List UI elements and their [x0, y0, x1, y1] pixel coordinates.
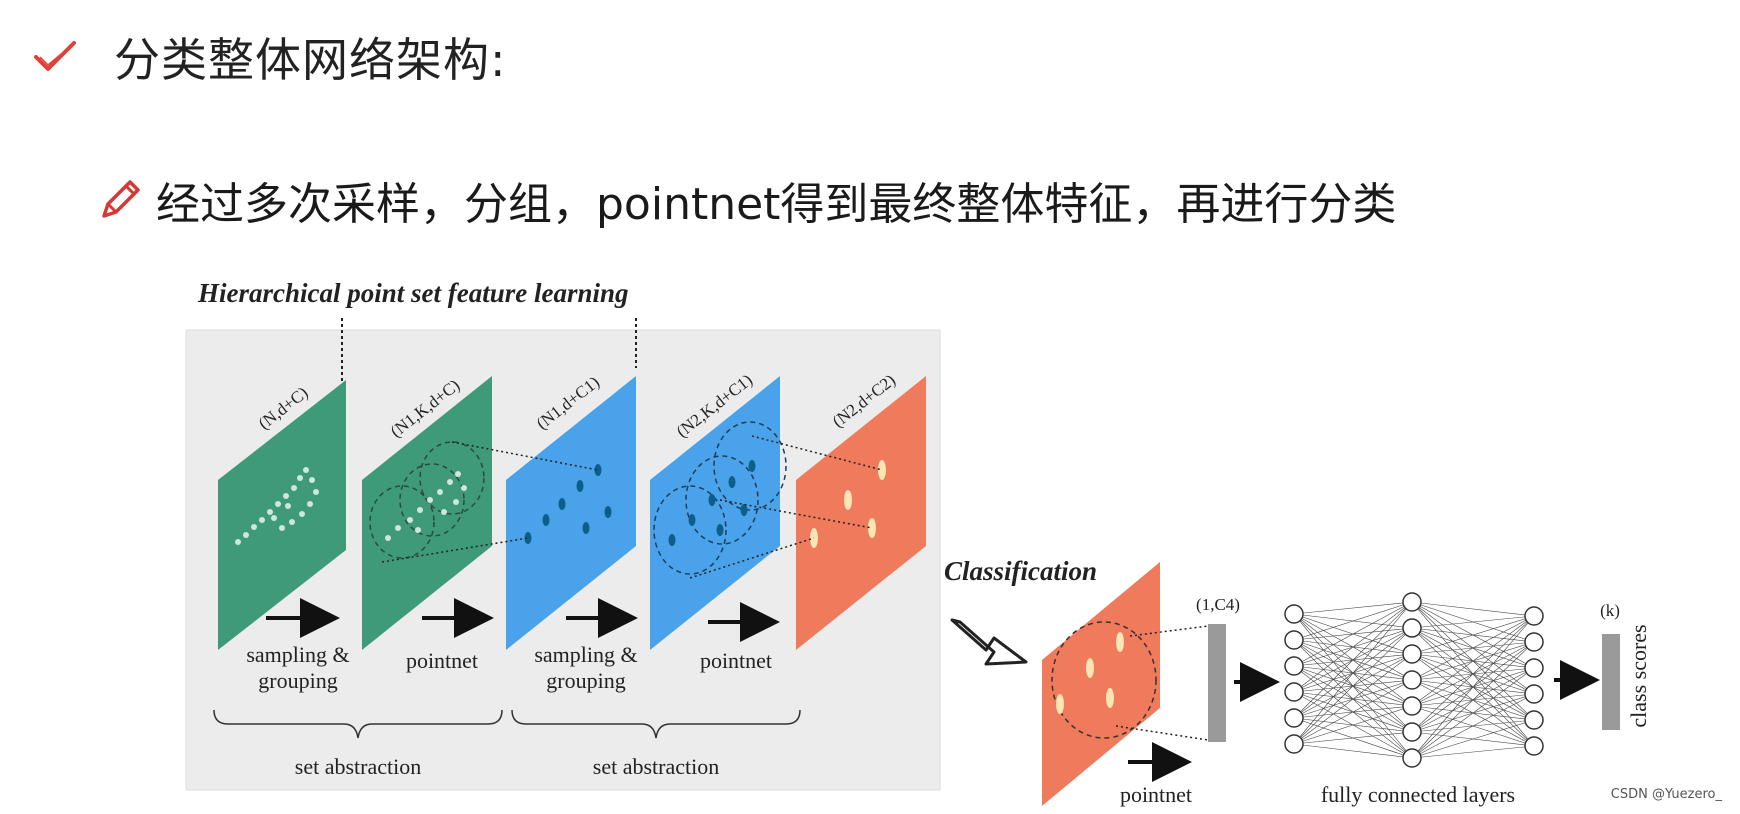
- fc-connection: [1293, 601, 1413, 693]
- plane-2: [362, 376, 492, 650]
- cls-projection-lines: [1115, 625, 1209, 741]
- fc-connection: [1411, 615, 1535, 655]
- fc-node: [1524, 710, 1544, 730]
- cls-plane: [1042, 562, 1160, 806]
- fc-connection: [1411, 615, 1535, 733]
- plane-5: [796, 376, 926, 650]
- fc-node: [1524, 684, 1544, 704]
- feature-vector: [1208, 624, 1226, 742]
- plane-1: [218, 380, 346, 650]
- step4-label: pointnet: [700, 648, 772, 673]
- slide-heading: 分类整体网络架构:: [32, 24, 507, 90]
- fc-connection: [1411, 615, 1535, 759]
- fc-connection: [1411, 693, 1535, 759]
- plane-3: [506, 376, 636, 650]
- class-scores-label: class scores: [1626, 624, 1651, 727]
- fc-label: fully connected layers: [1321, 782, 1515, 807]
- step1-label-1: sampling &: [246, 642, 349, 667]
- cls-pointnet-label: pointnet: [1120, 782, 1192, 807]
- fc-node: [1284, 708, 1304, 728]
- set-abstraction-label-1: set abstraction: [295, 754, 421, 779]
- fc-connection: [1293, 679, 1413, 745]
- set-abstraction-label-2: set abstraction: [593, 754, 719, 779]
- fc-connection: [1293, 601, 1413, 667]
- fc-connection: [1411, 601, 1535, 617]
- fc-connection: [1411, 719, 1535, 759]
- fc-connection: [1411, 641, 1535, 759]
- fc-node: [1402, 670, 1422, 690]
- plane-4: [650, 376, 780, 650]
- plane-4-groups: [653, 421, 787, 575]
- fc-node: [1402, 696, 1422, 716]
- watermark: CSDN @Yuezero_: [1610, 787, 1722, 802]
- feature-label: (1,C4): [1196, 595, 1240, 614]
- fc-node: [1402, 748, 1422, 768]
- fc-node: [1524, 658, 1544, 678]
- heading-text: 分类整体网络架构:: [114, 33, 507, 87]
- fc-connection: [1293, 731, 1413, 745]
- projection-lines-2: [689, 435, 883, 579]
- plane-4-points: [668, 460, 756, 546]
- fc-node: [1524, 606, 1544, 626]
- plane-2-points: [385, 471, 467, 541]
- fc-connection: [1293, 601, 1413, 719]
- fc-node: [1524, 736, 1544, 756]
- cls-plane-points: [1056, 632, 1124, 714]
- output-vector: [1602, 634, 1620, 730]
- fc-node: [1524, 632, 1544, 652]
- fc-node: [1402, 644, 1422, 664]
- fc-connection: [1293, 627, 1413, 745]
- fc-node: [1284, 682, 1304, 702]
- fc-node: [1402, 722, 1422, 742]
- step1-label-2: grouping: [258, 668, 337, 693]
- fc-connection: [1411, 615, 1535, 681]
- fc-connection: [1293, 601, 1413, 745]
- fc-node: [1284, 604, 1304, 624]
- pencil-icon: [102, 180, 140, 218]
- fc-node: [1402, 618, 1422, 638]
- step2-label: pointnet: [406, 648, 478, 673]
- fc-node: [1284, 734, 1304, 754]
- step-arrows: [266, 598, 780, 642]
- classification-title: Classification: [944, 556, 1097, 586]
- output-label: (k): [1600, 601, 1620, 620]
- plane-2-groups: [369, 441, 485, 559]
- check-icon: [34, 41, 76, 71]
- fc-node: [1284, 656, 1304, 676]
- fc-node: [1284, 630, 1304, 650]
- fc-network: [1284, 592, 1544, 768]
- plane-1-points: [235, 467, 319, 545]
- fc-connection: [1411, 745, 1535, 759]
- hierarchical-title: Hierarchical point set feature learning: [197, 278, 629, 308]
- plane-3-points: [524, 464, 612, 544]
- set-abstraction-braces: [213, 709, 801, 739]
- fc-connection: [1293, 743, 1413, 759]
- step3-label-2: grouping: [546, 668, 625, 693]
- fc-connection: [1293, 601, 1413, 641]
- fc-connection: [1293, 601, 1413, 615]
- fc-connection: [1293, 653, 1413, 745]
- step3-label-1: sampling &: [534, 642, 637, 667]
- fc-connection: [1411, 615, 1535, 707]
- fc-node: [1402, 592, 1422, 612]
- classification-arrow: [950, 618, 1028, 666]
- fc-connection: [1411, 667, 1535, 759]
- subheading-text: 经过多次采样，分组，pointnet得到最终整体特征，再进行分类: [156, 179, 1397, 230]
- fc-connection: [1411, 615, 1535, 629]
- cls-group: [1051, 621, 1157, 739]
- slide-subheading: 经过多次采样，分组，pointnet得到最终整体特征，再进行分类: [98, 168, 1396, 232]
- fc-connection: [1293, 705, 1413, 745]
